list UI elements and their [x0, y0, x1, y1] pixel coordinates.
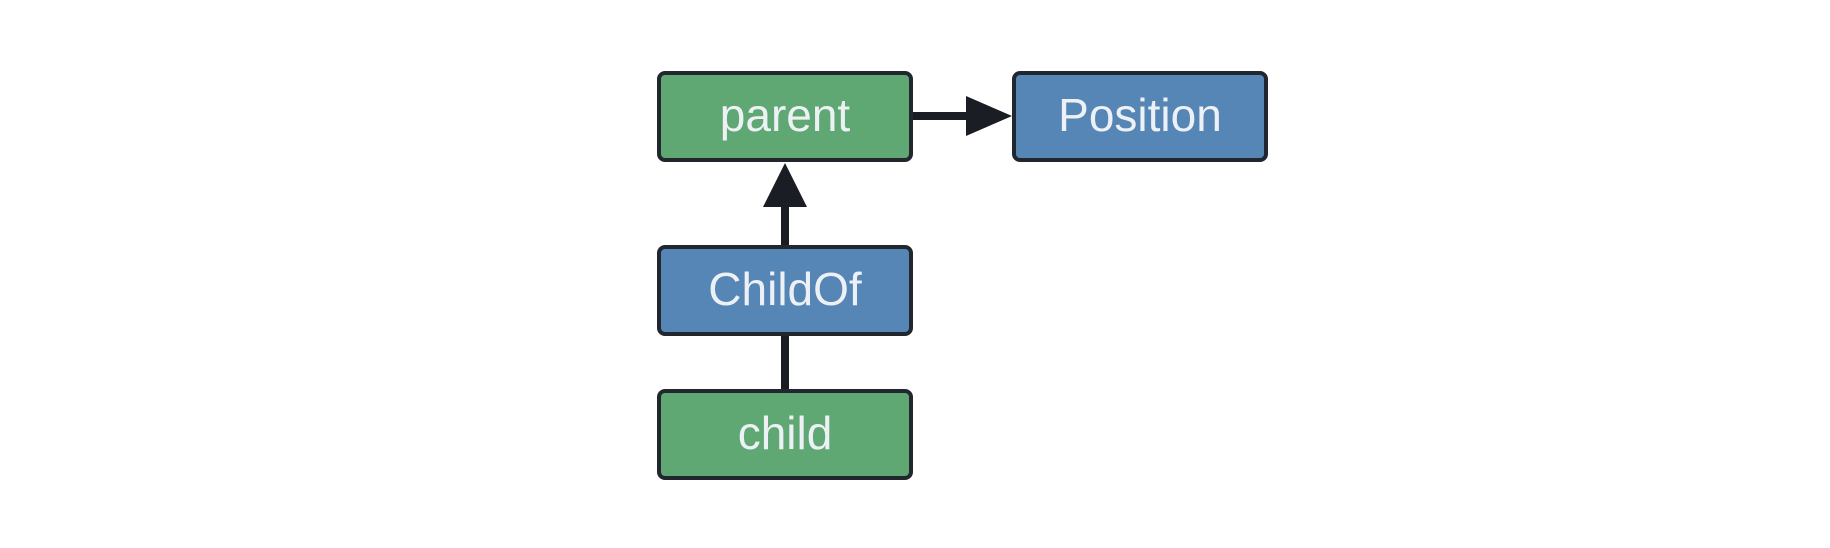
- node-child: child: [657, 389, 913, 480]
- arrow-parent-to-position: [911, 96, 1012, 136]
- arrowhead-up-icon: [763, 163, 807, 207]
- node-parent-label: parent: [719, 89, 851, 141]
- node-position: Position: [1012, 71, 1268, 162]
- node-childof-label: ChildOf: [708, 263, 862, 315]
- arrow-childof-to-parent: [763, 163, 807, 247]
- line-shaft: [781, 334, 789, 391]
- node-parent: parent: [657, 71, 913, 162]
- node-childof: ChildOf: [657, 245, 913, 336]
- arrow-shaft: [781, 205, 789, 247]
- node-position-label: Position: [1058, 89, 1222, 141]
- arrow-shaft: [911, 112, 967, 120]
- arrowhead-right-icon: [966, 96, 1012, 136]
- line-child-to-childof: [781, 334, 789, 391]
- node-child-label: child: [737, 407, 833, 459]
